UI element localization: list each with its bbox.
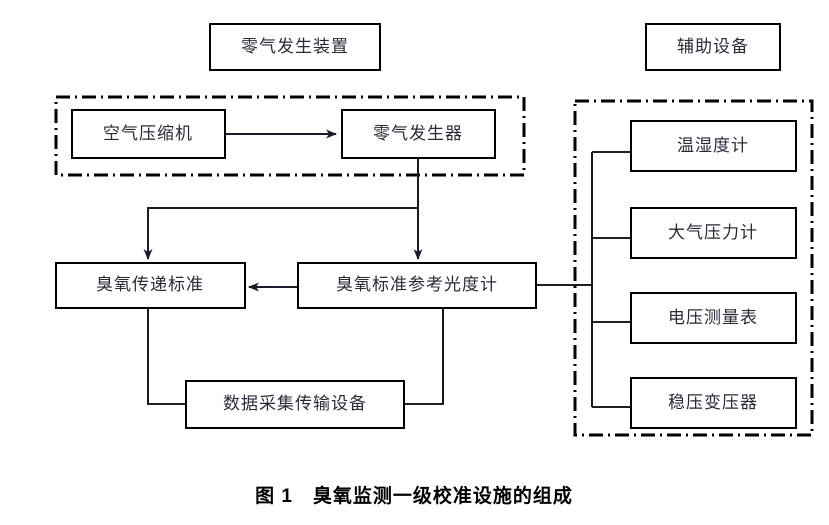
node-data-acquisition: 数据采集传输设备 <box>185 380 405 429</box>
node-label-barometer: 大气压力计 <box>668 223 758 242</box>
connector-photometer-to-data-acquisition <box>404 308 444 405</box>
node-label-zero-air-generator: 零气发生器 <box>373 124 463 143</box>
group-title-box-zero-air <box>209 23 381 71</box>
node-label-air-compressor: 空气压缩机 <box>103 124 193 143</box>
node-label-ozone-reference-photometer: 臭氧标准参考光度计 <box>336 275 498 294</box>
group-title-zero-air-generation-unit: 零气发生装置 <box>209 23 381 71</box>
node-label-thermo-hygrometer: 温湿度计 <box>677 136 749 155</box>
node-box-barometer <box>630 207 797 259</box>
node-air-compressor: 空气压缩机 <box>71 109 226 159</box>
node-box-voltage-stabilizer <box>630 377 797 429</box>
node-ozone-reference-photometer: 臭氧标准参考光度计 <box>297 262 537 309</box>
group-title-label-auxiliary: 辅助设备 <box>677 37 749 56</box>
connector-generator-to-transfer-standard <box>143 158 419 260</box>
node-label-ozone-transfer-standard: 臭氧传递标准 <box>96 275 204 294</box>
figure-caption: 图 1 臭氧监测一级校准设施的组成 <box>255 484 573 507</box>
node-box-thermo-hygrometer <box>630 120 797 172</box>
node-box-data-acquisition <box>185 380 405 429</box>
node-ozone-transfer-standard: 臭氧传递标准 <box>55 262 246 309</box>
node-label-voltage-stabilizer: 稳压变压器 <box>668 393 758 412</box>
node-voltage-stabilizer: 稳压变压器 <box>630 377 797 429</box>
group-title-auxiliary-equipment: 辅助设备 <box>645 23 781 71</box>
node-box-ozone-transfer-standard <box>55 262 246 309</box>
node-barometer: 大气压力计 <box>630 207 797 259</box>
node-box-air-compressor <box>71 109 226 159</box>
group-title-box-auxiliary <box>645 23 781 71</box>
node-thermo-hygrometer: 温湿度计 <box>630 120 797 172</box>
node-box-zero-air-generator <box>341 109 496 159</box>
node-label-data-acquisition: 数据采集传输设备 <box>223 394 367 413</box>
node-zero-air-generator: 零气发生器 <box>341 109 496 159</box>
node-voltage-meter: 电压测量表 <box>630 292 797 344</box>
node-box-voltage-meter <box>630 292 797 344</box>
group-title-label-zero-air: 零气发生装置 <box>241 37 349 56</box>
node-box-ozone-reference-photometer <box>297 262 537 309</box>
node-label-voltage-meter: 电压测量表 <box>668 308 758 327</box>
connector-transfer-standard-to-data-acquisition <box>147 308 186 405</box>
group-boundary-auxiliary <box>573 99 814 437</box>
group-boundary-zero-air <box>54 95 526 177</box>
